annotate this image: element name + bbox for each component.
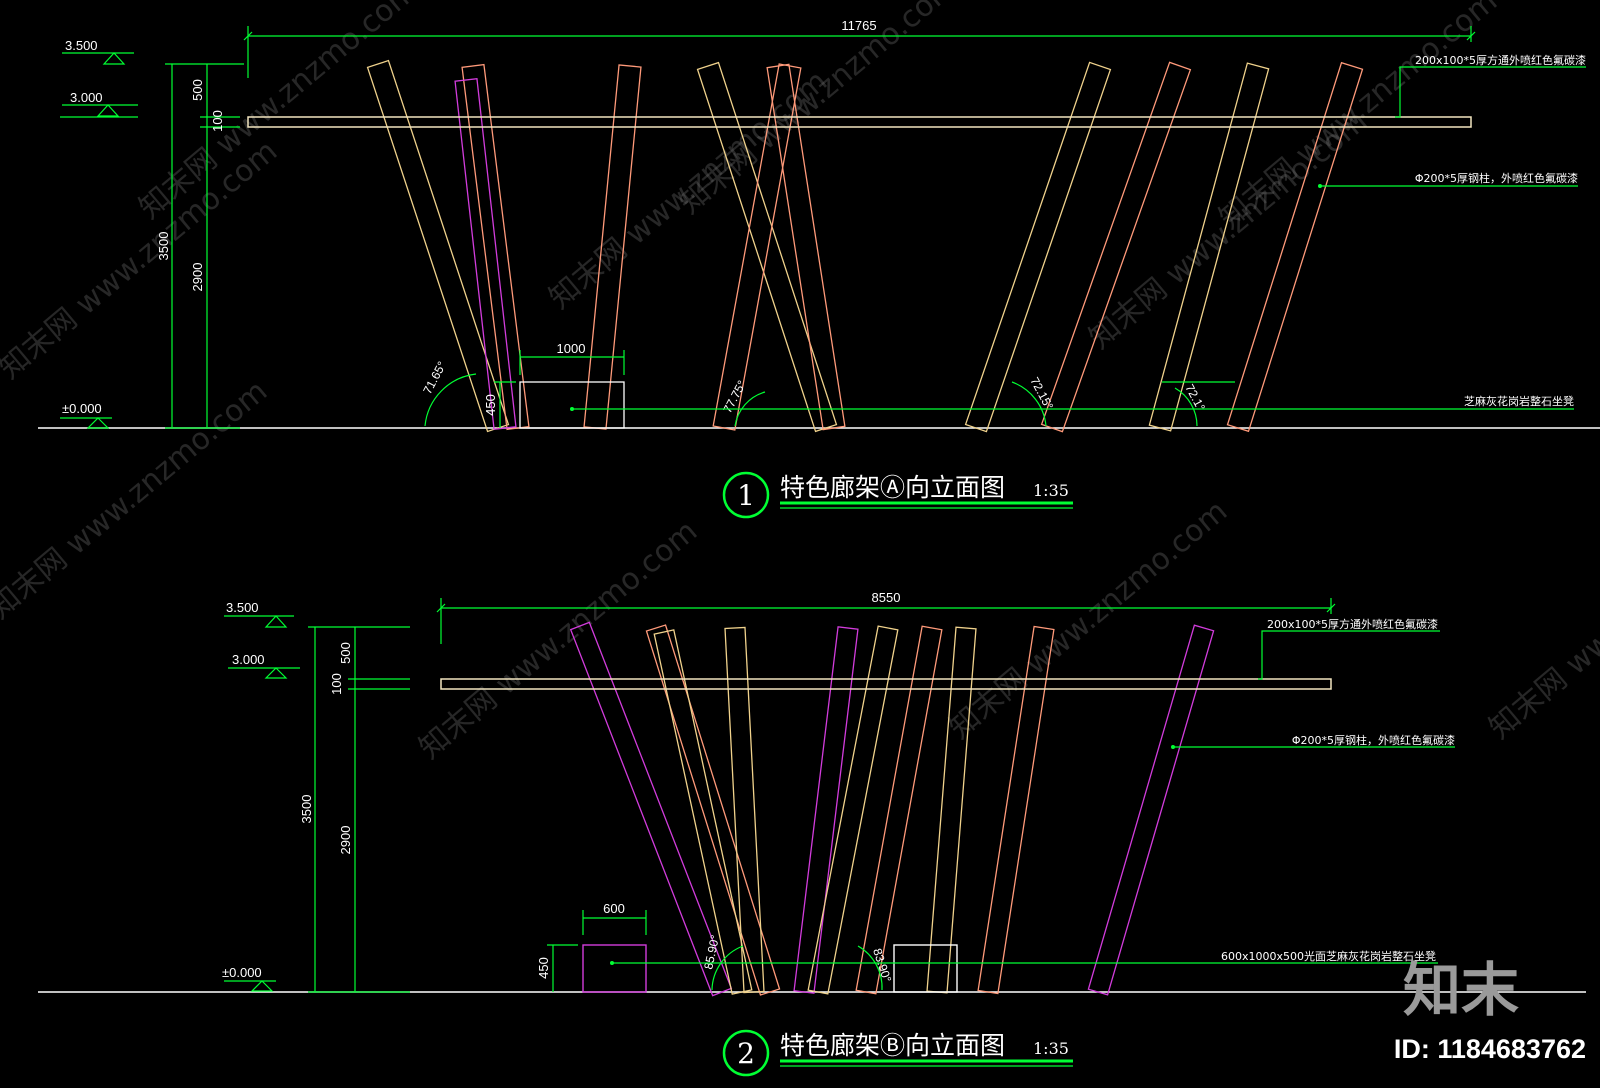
vdim-500-b: 500: [338, 642, 353, 664]
title-a: 特色廊架Ⓐ向立面图: [780, 473, 1005, 502]
post-a-9: [1040, 61, 1192, 433]
title-circle-a: [722, 471, 770, 519]
watermark-text: 知末网 www.znzmo.com: [0, 374, 274, 626]
post-b-4: [724, 626, 765, 994]
post-b-5: [793, 626, 859, 994]
leaders-a: [572, 66, 1586, 410]
leader-dot-a-2: [570, 407, 574, 411]
post-a-4: [583, 64, 642, 430]
post-b-8: [926, 626, 977, 994]
post-b-7: [855, 625, 943, 995]
post-b-2: [645, 624, 781, 996]
vdim-100-a: 100: [210, 110, 225, 132]
elevation-a: 11765 3.500 3.000 ±0.000 3500 500 100 29…: [38, 18, 1600, 519]
post-b-3: [653, 629, 753, 995]
bench-dimensions-b: [547, 910, 647, 992]
vdim-2900-b: 2900: [338, 826, 353, 855]
title-number-a: 1: [737, 479, 755, 512]
overall-dimension-b-text: 8550: [872, 590, 901, 605]
beam-a: [247, 116, 1472, 128]
note-bench-a: 芝麻灰花岗岩整石坐凳: [1464, 394, 1574, 408]
overall-dimension-a: [243, 26, 1476, 78]
watermark-text: 知末网 www.znzmo.com: [673, 0, 964, 221]
posts-b: [569, 621, 1215, 997]
bench-height-b: 450: [536, 957, 551, 979]
watermark-text: 知末网 www.znzmo.com: [1483, 494, 1600, 746]
angle-b-2: 83.90°: [870, 947, 894, 985]
overall-dimension-a-text: 11765: [841, 18, 876, 33]
scale-b: 1:35: [1033, 1039, 1069, 1058]
level-0000-a: ±0.000: [62, 401, 102, 416]
level-3500-b: 3.500: [226, 600, 259, 615]
elevation-b: 8550 3.500 3.000 ±0.000 3500 500 100 290…: [38, 590, 1586, 1077]
post-a-11: [1226, 61, 1364, 433]
overall-dimension-b: [436, 598, 1336, 644]
title-b: 特色廊架Ⓑ向立面图: [780, 1031, 1005, 1060]
post-a-1: [366, 59, 510, 433]
watermark-text: 知末网 www.znzmo.com: [133, 0, 424, 226]
post-a-10: [1148, 62, 1270, 432]
scale-a: 1:35: [1033, 481, 1069, 500]
bench-dimensions-a: [494, 350, 625, 428]
level-3500-a: 3.500: [65, 38, 98, 53]
image-id: ID: 1184683762: [1394, 1034, 1586, 1064]
title-number-b: 2: [737, 1037, 755, 1070]
watermark-text: 知末网 www.znzmo.com: [0, 134, 284, 386]
post-a-5: [696, 61, 838, 433]
level-markers-a: [60, 52, 138, 429]
level-3000-a: 3.000: [70, 90, 103, 105]
post-a-8: [964, 61, 1112, 433]
beam-b: [440, 678, 1332, 690]
bench-a: [519, 381, 625, 429]
bench-width-a: 1000: [557, 341, 586, 356]
note-beam-b: 200x100*5厚方通外喷红色氟碳漆: [1267, 617, 1438, 631]
post-b-10: [1087, 624, 1215, 996]
bench-b-right: [893, 944, 958, 993]
post-b-6: [807, 625, 899, 995]
leader-dot-a-1: [1318, 184, 1322, 188]
bench-height-a: 450: [483, 394, 498, 416]
note-column-b: Φ200*5厚钢柱，外喷红色氟碳漆: [1292, 733, 1455, 747]
posts-a: [366, 59, 1364, 433]
bench-b-left: [582, 944, 647, 993]
title-circle-b: [722, 1029, 770, 1077]
post-b-9: [977, 625, 1055, 995]
vdim-2900-a: 2900: [190, 263, 205, 292]
post-a-7: [766, 63, 846, 431]
level-markers-b: [224, 615, 300, 992]
post-a-6: [712, 63, 802, 431]
vdim-100-b: 100: [329, 673, 344, 695]
level-3000-b: 3.000: [232, 652, 265, 667]
brand-logo: 知末: [1403, 956, 1519, 1024]
note-bench-b: 600x1000x500光面芝麻灰花岗岩整石坐凳: [1221, 949, 1436, 963]
angle-arcs-a: [424, 373, 1235, 427]
leader-dot-b-2: [610, 961, 614, 965]
leaders-b: [612, 630, 1455, 964]
angle-a-1: 71.65°: [420, 359, 449, 397]
note-column-a: Φ200*5厚钢柱，外喷红色氟碳漆: [1415, 171, 1578, 185]
vertical-dimensions-a: [165, 63, 244, 429]
bench-width-b: 600: [603, 901, 625, 916]
leader-dot-b-1: [1171, 745, 1175, 749]
vdim-500-a: 500: [190, 79, 205, 101]
vertical-dimensions-b: [308, 626, 410, 993]
note-beam-a: 200x100*5厚方通外喷红色氟碳漆: [1415, 53, 1586, 67]
vdim-3500-b: 3500: [299, 795, 314, 824]
level-0000-b: ±0.000: [222, 965, 262, 980]
post-a-3: [454, 78, 517, 430]
watermark-text: 知末网 www.znzmo.com: [413, 514, 704, 766]
angle-a-2: 77.75°: [720, 378, 749, 416]
vdim-3500-a: 3500: [156, 232, 171, 261]
post-a-2: [461, 63, 530, 431]
